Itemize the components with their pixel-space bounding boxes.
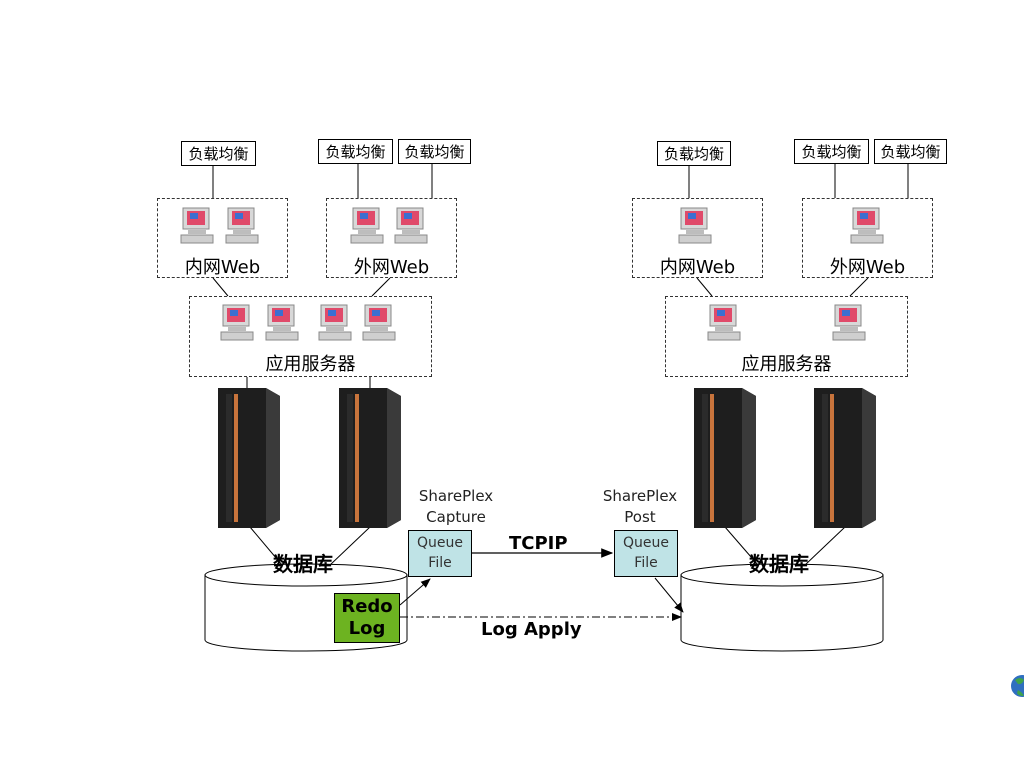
rack-db-link [249, 526, 283, 566]
shareplex-capture-label: SharePlex Capture [412, 486, 500, 528]
web-app-link [849, 277, 869, 297]
computer-icon [220, 304, 254, 341]
shareplex-capture-line2: Capture [426, 508, 486, 526]
rack-db-link [724, 526, 759, 566]
computer-icon [350, 207, 384, 244]
tcpip-label: TCPIP [509, 533, 568, 554]
intranet-web-label: 内网Web [659, 257, 736, 278]
load-balancer-box: 负载均衡 [318, 139, 393, 164]
extranet-web-label: 外网Web [829, 257, 906, 278]
server-rack-icon [694, 388, 756, 528]
database-label: 数据库 [749, 552, 809, 576]
queue-file-line2: File [428, 555, 452, 571]
app-server-group [665, 296, 908, 377]
server-rack-icon [218, 388, 280, 528]
database-cylinder-right [680, 563, 884, 652]
redo-log-line2: Log [348, 618, 386, 639]
load-balancer-box: 负载均衡 [794, 139, 869, 164]
shareplex-post-label: SharePlex Post [596, 486, 684, 528]
intranet-web-label: 内网Web [184, 257, 261, 278]
queue-file-line2: File [634, 555, 658, 571]
log-apply-label: Log Apply [481, 619, 582, 640]
post-queue-file: Queue File [614, 530, 678, 577]
load-balancer-box: 负载均衡 [657, 141, 731, 166]
extranet-web-label: 外网Web [353, 257, 430, 278]
redo-to-capture-arrow [399, 578, 431, 606]
web-app-link [696, 277, 713, 297]
computer-icon [362, 304, 396, 341]
rack-db-link [329, 526, 371, 566]
redo-log-line1: Redo [341, 596, 393, 617]
capture-queue-file: Queue File [408, 530, 472, 577]
redo-log-box: Redo Log [334, 593, 400, 643]
load-balancer-box: 负载均衡 [874, 139, 947, 164]
queue-file-line1: Queue [417, 535, 463, 551]
load-balancer-box: 负载均衡 [181, 141, 256, 166]
web-app-link [212, 277, 229, 297]
intranet-web-group [157, 198, 288, 278]
computer-icon [225, 207, 259, 244]
load-balancer-box: 负载均衡 [398, 139, 471, 164]
computer-icon [707, 304, 741, 341]
computer-icon [832, 304, 866, 341]
queue-file-line1: Queue [623, 535, 669, 551]
computer-icon [850, 207, 884, 244]
app-server-label: 应用服务器 [741, 354, 832, 375]
web-app-link [371, 277, 391, 297]
extranet-web-group [326, 198, 457, 278]
app-server-group [189, 296, 432, 377]
post-to-db-arrow [654, 577, 684, 613]
shareplex-capture-line1: SharePlex [418, 487, 494, 505]
extranet-web-group [802, 198, 933, 278]
server-rack-icon [814, 388, 876, 528]
computer-icon [678, 207, 712, 244]
shareplex-post-line2: Post [624, 508, 656, 526]
computer-icon [318, 304, 352, 341]
computer-icon [394, 207, 428, 244]
computer-icon [180, 207, 214, 244]
shareplex-post-line1: SharePlex [602, 487, 678, 505]
globe-icon [1011, 675, 1024, 697]
rack-db-link [804, 526, 846, 566]
computer-icon [265, 304, 299, 341]
database-label: 数据库 [273, 552, 333, 576]
server-rack-icon [339, 388, 401, 528]
app-server-label: 应用服务器 [265, 354, 356, 375]
intranet-web-group [632, 198, 763, 278]
